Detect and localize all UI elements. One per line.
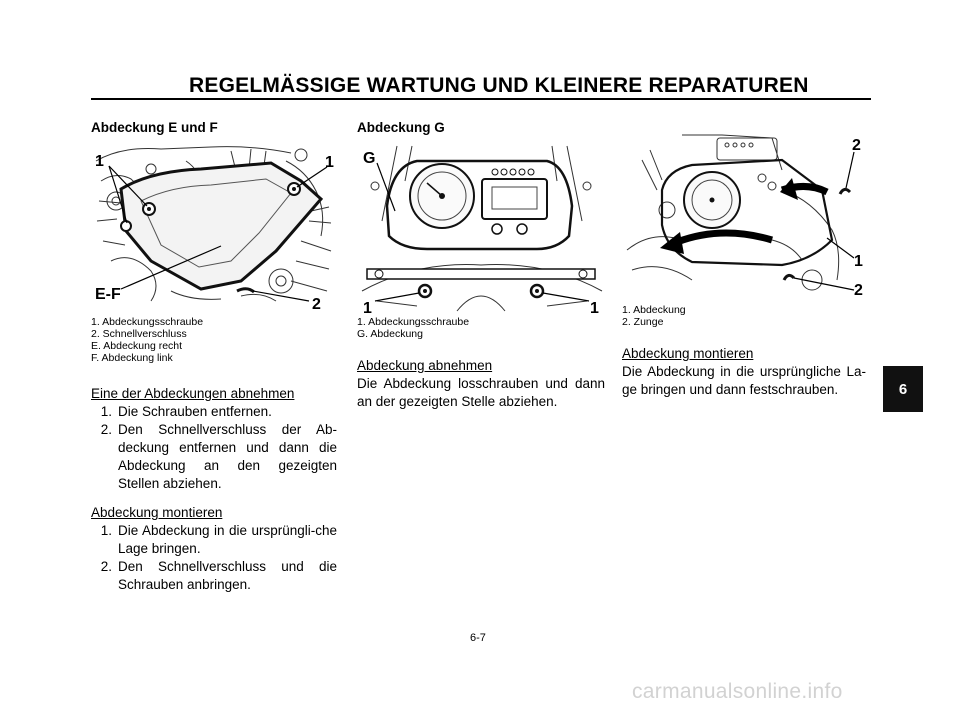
col3-callouts: 1. Abdeckung 2. Zunge xyxy=(622,304,686,328)
callout-item: F. Abdeckung link xyxy=(91,352,173,364)
install-text: Die Abdeckung in die ursprüngliche La-ge… xyxy=(622,364,866,397)
page-number: 6-7 xyxy=(470,632,486,644)
callout-item: G. Abdeckung xyxy=(357,328,423,340)
ef-label-1-left: 1 xyxy=(95,153,104,170)
install-title: Abdeckung montieren xyxy=(91,505,223,520)
callout-item: 1. Abdeckung xyxy=(622,304,686,316)
g-label-1-left: 1 xyxy=(363,300,372,313)
step: 2. Den Schnellverschluss und die Schraub… xyxy=(91,558,337,594)
col1-install-section: Abdeckung montieren 1. Die Abdeckung in … xyxy=(91,504,337,594)
col1-callouts: 1. Abdeckungsschraube 2. Schnellverschlu… xyxy=(91,316,203,364)
callout-item: 1. Abdeckungsschraube xyxy=(357,316,470,328)
col3-install-section: Abdeckung montieren Die Abdeckung in die… xyxy=(622,345,866,399)
step-text: Den Schnellverschluss und die Schrauben … xyxy=(118,559,337,592)
g-label-g: G xyxy=(363,150,375,167)
inst-label-2-bottom: 2 xyxy=(854,282,863,299)
ef-label-1-right: 1 xyxy=(325,154,334,171)
callout-item: 1. Abdeckungsschraube xyxy=(91,316,204,328)
step-text: Die Abdeckung in die ursprüngli-che Lage… xyxy=(118,523,337,556)
step-number: 1. xyxy=(100,404,112,419)
col2-remove-section: Abdeckung abnehmen Die Abdeckung losschr… xyxy=(357,357,605,411)
inst-label-1: 1 xyxy=(854,253,863,270)
step-number: 2. xyxy=(100,559,112,574)
remove-text: Die Abdeckung losschrauben und dann an d… xyxy=(357,376,605,409)
figure-cover-ef: 1 1 E-F 2 xyxy=(91,141,337,313)
step-number: 2. xyxy=(100,422,112,437)
step-text: Den Schnellverschluss der Ab-deckung ent… xyxy=(118,422,337,491)
inst-label-2-top: 2 xyxy=(852,137,861,154)
col1-heading: Abdeckung E und F xyxy=(91,120,218,135)
remove-title: Abdeckung abnehmen xyxy=(357,358,493,373)
watermark: carmanualsonline.info xyxy=(632,680,843,703)
remove-title: Eine der Abdeckungen abnehmen xyxy=(91,386,295,401)
title-rule xyxy=(91,98,871,100)
callout-item: E. Abdeckung recht xyxy=(91,340,183,352)
ef-label-2: 2 xyxy=(312,296,321,313)
ef-label-ef: E-F xyxy=(95,286,121,303)
col2-callouts: 1. Abdeckungsschraube G. Abdeckung xyxy=(357,316,469,340)
chapter-tab: 6 xyxy=(883,366,923,412)
callout-item: 2. Schnellverschluss xyxy=(91,328,187,340)
callout-item: 2. Zunge xyxy=(622,316,664,328)
step: 1. Die Abdeckung in die ursprüngli-che L… xyxy=(91,522,337,558)
step: 2. Den Schnellverschluss der Ab-deckung … xyxy=(91,421,337,493)
step-text: Die Schrauben entfernen. xyxy=(118,404,272,419)
step: 1. Die Schrauben entfernen. xyxy=(91,403,337,421)
g-label-1-right: 1 xyxy=(590,300,599,313)
figure-cover-install: 2 1 2 xyxy=(622,130,870,302)
figure-cover-g: G 1 1 xyxy=(357,141,605,313)
col1-remove-section: Eine der Abdeckungen abnehmen 1. Die Sch… xyxy=(91,385,337,493)
page-title: REGELMÄSSIGE WARTUNG UND KLEINERE REPARA… xyxy=(189,74,809,97)
install-title: Abdeckung montieren xyxy=(622,346,754,361)
step-number: 1. xyxy=(100,523,112,538)
col2-heading: Abdeckung G xyxy=(357,120,445,135)
